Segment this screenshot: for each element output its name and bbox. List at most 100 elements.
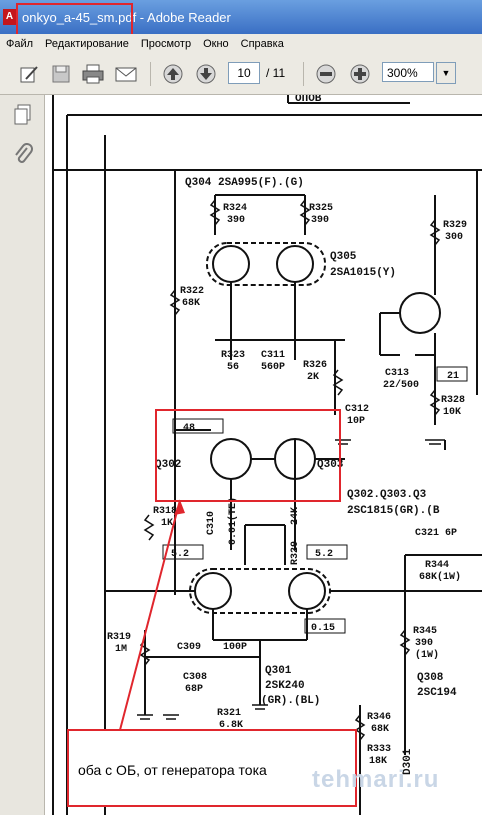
r325-value: 390 bbox=[311, 215, 329, 226]
r344-label: R344 bbox=[425, 560, 449, 571]
q305-part: 2SA1015(Y) bbox=[330, 267, 396, 279]
adobe-reader-icon: A bbox=[3, 9, 16, 25]
page-total-label: / 11 bbox=[266, 66, 286, 80]
zoom-in-button[interactable] bbox=[347, 61, 373, 87]
zoom-level-input[interactable]: 300% bbox=[382, 62, 434, 82]
tag-52-left: 5.2 bbox=[171, 549, 189, 560]
q301-label: Q301 bbox=[265, 665, 292, 677]
pencil-edit-icon bbox=[20, 66, 38, 83]
zoom-dropdown-button[interactable]: ▼ bbox=[436, 62, 456, 84]
q303-label: Q303 bbox=[317, 459, 344, 471]
q-part-label: 2SC1815(GR).(B bbox=[347, 505, 440, 517]
r319-value: 1M bbox=[115, 644, 127, 655]
r319-label: R319 bbox=[107, 632, 131, 643]
arrow-down-circle-icon bbox=[196, 64, 216, 84]
q308-label: Q308 bbox=[417, 672, 444, 684]
q305-label: Q305 bbox=[330, 251, 357, 263]
print-button[interactable] bbox=[80, 61, 106, 87]
r329-value: 300 bbox=[445, 232, 463, 243]
c321-label: C321 6P bbox=[415, 528, 457, 539]
c308-value: 68P bbox=[185, 684, 203, 695]
c309-value: 100P bbox=[223, 642, 247, 653]
c313-label: C313 bbox=[385, 368, 409, 379]
minus-circle-icon bbox=[316, 64, 336, 84]
r320-value: 24K bbox=[290, 507, 301, 525]
arrow-up-circle-icon bbox=[163, 64, 183, 84]
tag-52-right: 5.2 bbox=[315, 549, 333, 560]
toolbar-separator bbox=[303, 62, 304, 86]
r344-value: 68K(1W) bbox=[419, 571, 461, 583]
menu-edit[interactable]: Редактирование bbox=[45, 38, 129, 50]
menu-bar: Файл Редактирование Просмотр Окно Справк… bbox=[0, 34, 482, 54]
r328-label: R328 bbox=[441, 395, 465, 406]
r321-label: R321 bbox=[217, 708, 241, 719]
pages-panel-button[interactable] bbox=[12, 103, 34, 132]
annotation-text: оба с ОБ, от генератора тока bbox=[78, 762, 267, 778]
schematic-drawing: ОПОВ Q304 2SA995(F).(G) R324 390 R325 39… bbox=[52, 95, 482, 815]
save-button[interactable] bbox=[48, 61, 74, 87]
r333-label: R333 bbox=[367, 744, 391, 755]
window-title: onkyo_a-45_sm.pdf - Adobe Reader bbox=[22, 10, 231, 25]
tag-015: 0.15 bbox=[311, 623, 335, 634]
r324-label: R324 bbox=[223, 203, 247, 214]
q308-part: 2SC194 bbox=[417, 687, 457, 699]
r321-value: 6.8K bbox=[219, 720, 243, 731]
menu-window[interactable]: Окно bbox=[203, 38, 229, 50]
q301-part: 2SK240 bbox=[265, 680, 305, 692]
r324-value: 390 bbox=[227, 215, 245, 226]
top-text-label: ОПОВ bbox=[295, 95, 322, 105]
r318-value: 1K bbox=[161, 518, 173, 529]
c312-label: C312 bbox=[345, 404, 369, 415]
r322-value: 68K bbox=[182, 298, 200, 309]
r318-label: R318 bbox=[153, 506, 177, 517]
c309-label: C309 bbox=[177, 642, 201, 653]
r333-value: 18K bbox=[369, 756, 387, 767]
c308-label: C308 bbox=[183, 672, 207, 683]
c310-value: 0.01(TE) bbox=[227, 497, 239, 545]
r329-label: R329 bbox=[443, 220, 467, 231]
email-button[interactable] bbox=[113, 61, 139, 87]
document-view[interactable]: ОПОВ Q304 2SA995(F).(G) R324 390 R325 39… bbox=[45, 95, 482, 815]
r325-label: R325 bbox=[309, 203, 333, 214]
paperclip-icon bbox=[15, 143, 33, 163]
r323-label: R323 bbox=[221, 350, 245, 361]
menu-view[interactable]: Просмотр bbox=[140, 38, 192, 50]
page-number-input[interactable]: 10 bbox=[228, 62, 260, 84]
menu-file[interactable]: Файл bbox=[6, 38, 34, 50]
r346-label: R346 bbox=[367, 712, 391, 723]
r320-label: R320 bbox=[290, 541, 301, 565]
c312-value: 10P bbox=[347, 416, 365, 427]
pages-icon bbox=[14, 104, 31, 125]
c311-label: C311 bbox=[261, 350, 285, 361]
envelope-icon bbox=[115, 67, 137, 82]
transistor-highlight-box bbox=[155, 409, 341, 502]
watermark: tehmari.ru bbox=[312, 766, 440, 793]
toolbar-separator bbox=[150, 62, 151, 86]
printer-icon bbox=[82, 64, 104, 84]
tag-48: 48 bbox=[183, 423, 195, 434]
q301-grade: (GR).(BL) bbox=[261, 695, 320, 707]
plus-circle-icon bbox=[350, 64, 370, 84]
next-page-button[interactable] bbox=[193, 61, 219, 87]
previous-page-button[interactable] bbox=[160, 61, 186, 87]
r345-wattage: (1W) bbox=[415, 649, 439, 661]
title-bar: A onkyo_a-45_sm.pdf - Adobe Reader bbox=[0, 0, 482, 39]
r326-value: 2K bbox=[307, 372, 319, 383]
c311-value: 560P bbox=[261, 362, 285, 373]
zoom-out-button[interactable] bbox=[313, 61, 339, 87]
r322-label: R322 bbox=[180, 286, 204, 297]
edit-button[interactable] bbox=[16, 61, 42, 87]
attachments-panel-button[interactable] bbox=[12, 143, 34, 172]
r345-label: R345 bbox=[413, 626, 437, 637]
r323-value: 56 bbox=[227, 362, 239, 373]
d301-label: D301 bbox=[402, 748, 414, 775]
c313-value: 22/500 bbox=[383, 379, 419, 391]
r326-label: R326 bbox=[303, 360, 327, 371]
q302-label: Q302 bbox=[155, 459, 181, 471]
q304-label: Q304 2SA995(F).(G) bbox=[185, 177, 304, 189]
c310-label: C310 bbox=[206, 511, 217, 535]
r346-value: 68K bbox=[371, 724, 389, 735]
r345-value: 390 bbox=[415, 638, 433, 649]
menu-help[interactable]: Справка bbox=[240, 38, 284, 50]
r328-value: 10K bbox=[443, 407, 461, 418]
